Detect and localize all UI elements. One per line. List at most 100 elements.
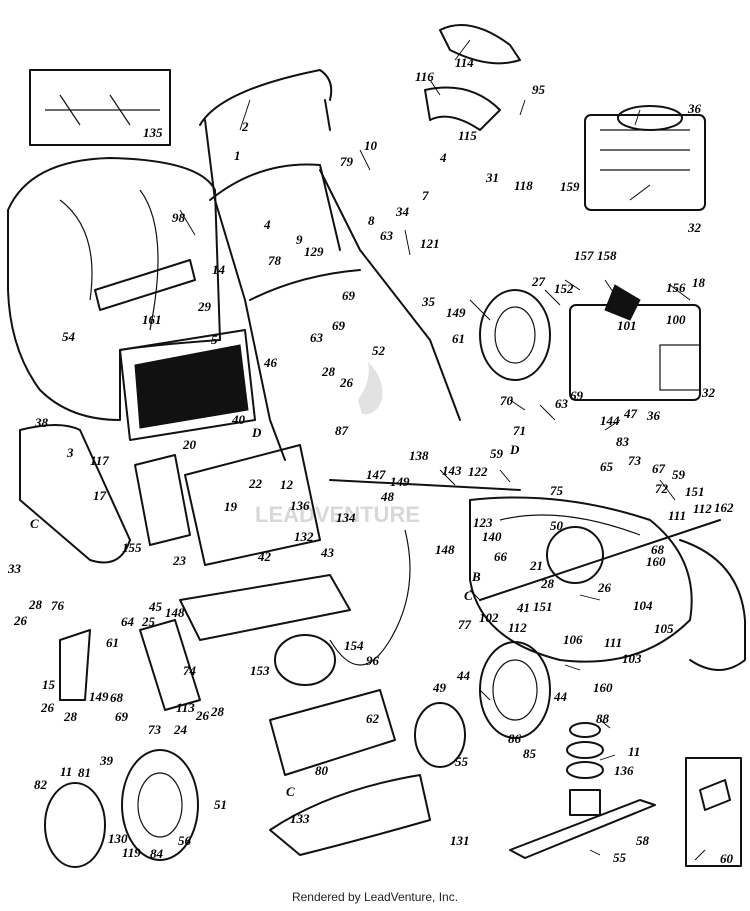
part-label: 121 (420, 236, 440, 251)
part-label: 118 (514, 178, 533, 193)
part-label: 63 (380, 228, 394, 243)
part-label: 160 (646, 554, 666, 569)
leader-lines (179, 39, 706, 861)
part-label: 135 (143, 125, 163, 140)
part-label: 52 (372, 343, 386, 358)
part-label: 113 (176, 700, 195, 715)
part-label: 65 (600, 459, 614, 474)
part-label: 71 (513, 423, 526, 438)
part-label: 131 (450, 833, 470, 848)
part-label: 159 (560, 179, 580, 194)
part-label: 79 (340, 154, 354, 169)
part-label: 27 (531, 274, 546, 289)
bag-frame (94, 259, 256, 441)
part-label: 10 (364, 138, 378, 153)
part-label: 114 (455, 55, 474, 70)
part-label: 45 (148, 599, 163, 614)
part-label: 26 (13, 613, 28, 628)
part-label: 84 (150, 846, 164, 861)
part-label: 26 (597, 580, 612, 595)
part-label: 149 (89, 689, 109, 704)
part-label: D (509, 442, 520, 457)
part-label: 161 (142, 312, 162, 327)
mower-blade (509, 799, 656, 859)
part-label: 153 (250, 663, 270, 678)
detail-box-55 (685, 757, 742, 867)
part-label: 155 (122, 540, 142, 555)
part-label: 83 (616, 434, 630, 449)
part-label: 33 (7, 561, 22, 576)
handle-upper (199, 69, 341, 251)
height-adjuster-bracket (59, 619, 201, 711)
part-label: 26 (339, 375, 354, 390)
part-label: 31 (485, 170, 499, 185)
part-label: C (286, 784, 295, 799)
part-label: 162 (714, 500, 734, 515)
part-label: 85 (523, 746, 537, 761)
part-label: 35 (421, 294, 436, 309)
part-label: 76 (51, 598, 65, 613)
part-label: 101 (617, 318, 637, 333)
part-label: 34 (395, 204, 410, 219)
part-label: 148 (165, 605, 185, 620)
part-label: 115 (458, 128, 477, 143)
part-label: 5 (211, 332, 218, 347)
part-label: 66 (494, 549, 508, 564)
part-label: 36 (687, 101, 702, 116)
part-label: 63 (555, 396, 569, 411)
part-label: 43 (320, 545, 335, 560)
part-labels: 2 114 116 95 36 115 135 1 10 4 7 79 31 1… (7, 55, 734, 866)
part-label: 69 (332, 318, 346, 333)
part-label: 117 (90, 453, 109, 468)
part-label: 39 (99, 753, 114, 768)
part-label: 29 (197, 299, 212, 314)
part-label: D (251, 425, 262, 440)
part-label: 149 (390, 474, 410, 489)
part-label: B (471, 569, 481, 584)
part-label: 78 (268, 253, 282, 268)
part-label: 133 (290, 811, 310, 826)
part-label: 73 (628, 453, 642, 468)
part-label: 21 (529, 558, 543, 573)
part-label: 51 (214, 797, 227, 812)
part-label: 8 (368, 213, 375, 228)
part-label: 36 (646, 408, 661, 423)
part-label: 77 (458, 617, 472, 632)
watermark-logo: LEADVENTURE (255, 362, 420, 527)
part-label: 23 (172, 553, 187, 568)
part-label: 98 (172, 210, 186, 225)
part-label: 12 (280, 477, 294, 492)
part-label: 148 (435, 542, 455, 557)
part-label: 28 (63, 709, 78, 724)
watermark-text: LEADVENTURE (255, 502, 420, 527)
part-label: 81 (78, 765, 91, 780)
part-label: 46 (263, 355, 278, 370)
part-label: 69 (570, 388, 584, 403)
part-label: 55 (455, 754, 469, 769)
part-label: 44 (553, 689, 568, 704)
part-label: 140 (482, 529, 502, 544)
part-label: 86 (508, 731, 522, 746)
part-label: 3 (66, 445, 74, 460)
part-label: 82 (34, 777, 48, 792)
part-label: 32 (701, 385, 716, 400)
part-label: 25 (141, 614, 156, 629)
part-label: 18 (692, 275, 706, 290)
part-label: 4 (263, 217, 271, 232)
part-label: 26 (40, 700, 55, 715)
part-label: 112 (508, 620, 527, 635)
wheel-front (479, 641, 551, 739)
part-label: 47 (623, 406, 638, 421)
part-label: 129 (304, 244, 324, 259)
part-label: 152 (554, 281, 574, 296)
part-label: 132 (294, 529, 314, 544)
part-label: 38 (34, 415, 49, 430)
engine-main (569, 284, 701, 401)
part-label: 67 (652, 461, 666, 476)
part-label: 74 (183, 663, 197, 678)
discharge-chute-cover (19, 424, 131, 564)
part-label: 96 (366, 653, 380, 668)
rear-door (134, 454, 191, 546)
part-label: 19 (224, 499, 238, 514)
